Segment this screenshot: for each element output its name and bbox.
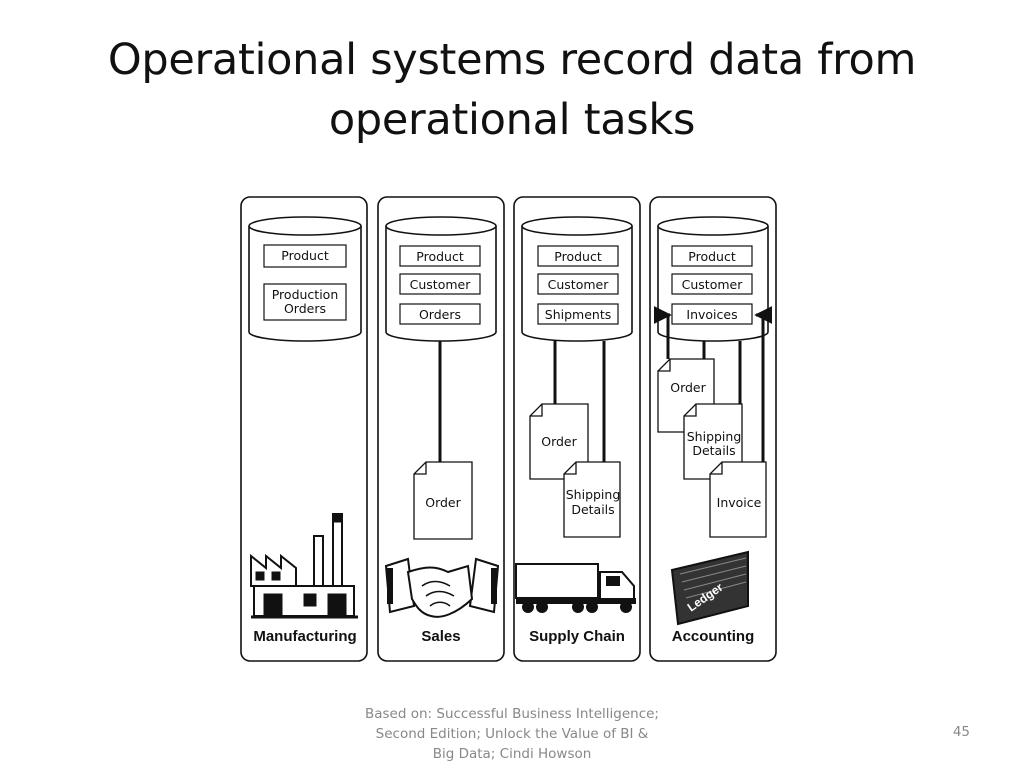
column-sales: Product Customer Orders Order Sales bbox=[377, 196, 505, 662]
svg-text:Shipments: Shipments bbox=[545, 307, 611, 322]
table-box-product: Product bbox=[399, 245, 481, 267]
document-shipping-details: Shipping Details bbox=[683, 403, 743, 480]
svg-text:Order: Order bbox=[670, 380, 706, 395]
column-manufacturing: Product Production Orders Manufacturing bbox=[240, 196, 368, 662]
svg-text:Orders: Orders bbox=[284, 301, 326, 316]
source-line-1: Based on: Successful Business Intelligen… bbox=[364, 706, 659, 722]
database-cylinder bbox=[248, 216, 362, 342]
department-label: Sales bbox=[421, 628, 460, 645]
svg-text:Order: Order bbox=[541, 434, 577, 449]
source-citation: Based on: Successful Business Intelligen… bbox=[352, 704, 672, 764]
svg-text:Invoice: Invoice bbox=[717, 495, 762, 510]
table-box-customer: Customer bbox=[399, 273, 481, 295]
document-shipping-details: Shipping Details bbox=[563, 461, 621, 538]
svg-text:Shipping: Shipping bbox=[687, 429, 742, 444]
svg-text:Customer: Customer bbox=[548, 277, 610, 292]
svg-text:Customer: Customer bbox=[410, 277, 472, 292]
table-box-invoices: Invoices bbox=[671, 303, 753, 325]
svg-text:Shipping: Shipping bbox=[566, 487, 621, 502]
svg-text:Details: Details bbox=[571, 502, 614, 517]
table-box-customer: Customer bbox=[671, 273, 753, 295]
table-box-product: Product bbox=[263, 244, 347, 268]
table-box-product: Product bbox=[537, 245, 619, 267]
svg-text:Order: Order bbox=[425, 495, 461, 510]
svg-text:Invoices: Invoices bbox=[686, 307, 737, 322]
svg-text:Production: Production bbox=[272, 287, 339, 302]
svg-text:Product: Product bbox=[416, 249, 464, 264]
document-invoice: Invoice bbox=[709, 461, 767, 538]
department-label: Accounting bbox=[672, 628, 755, 645]
factory-icon bbox=[250, 513, 358, 619]
svg-text:Product: Product bbox=[281, 248, 329, 263]
page-title: Operational systems record data from ope… bbox=[0, 30, 1024, 150]
svg-text:Details: Details bbox=[692, 443, 735, 458]
operational-systems-diagram: Product Production Orders Manufacturing bbox=[236, 194, 782, 664]
document-order: Order bbox=[413, 461, 473, 540]
svg-text:Customer: Customer bbox=[682, 277, 744, 292]
department-label: Manufacturing bbox=[253, 628, 356, 645]
column-supply-chain: Product Customer Shipments Order Shippin… bbox=[513, 196, 641, 662]
column-accounting: Product Customer Invoices Order Shipping… bbox=[649, 196, 777, 662]
table-box-shipments: Shipments bbox=[537, 303, 619, 325]
table-box-production-orders: Production Orders bbox=[263, 283, 347, 321]
document-order: Order bbox=[529, 403, 589, 480]
table-box-orders: Orders bbox=[399, 303, 481, 325]
department-label: Supply Chain bbox=[529, 628, 625, 645]
title-line-2: operational tasks bbox=[328, 95, 696, 145]
page-number: 45 bbox=[952, 724, 970, 740]
source-line-2: Second Edition; Unlock the Value of BI & bbox=[375, 726, 649, 742]
truck-icon bbox=[515, 563, 636, 613]
arrow-into-invoices bbox=[653, 306, 672, 359]
table-box-product: Product bbox=[671, 245, 753, 267]
arrow-into-invoices bbox=[754, 306, 773, 462]
svg-text:Product: Product bbox=[554, 249, 602, 264]
table-box-customer: Customer bbox=[537, 273, 619, 295]
source-line-3: Big Data; Cindi Howson bbox=[432, 746, 592, 762]
handshake-icon bbox=[384, 557, 500, 618]
ledger-icon: Ledger bbox=[670, 550, 749, 626]
svg-text:Orders: Orders bbox=[419, 307, 461, 322]
svg-text:Product: Product bbox=[688, 249, 736, 264]
title-line-1: Operational systems record data from bbox=[107, 35, 917, 85]
